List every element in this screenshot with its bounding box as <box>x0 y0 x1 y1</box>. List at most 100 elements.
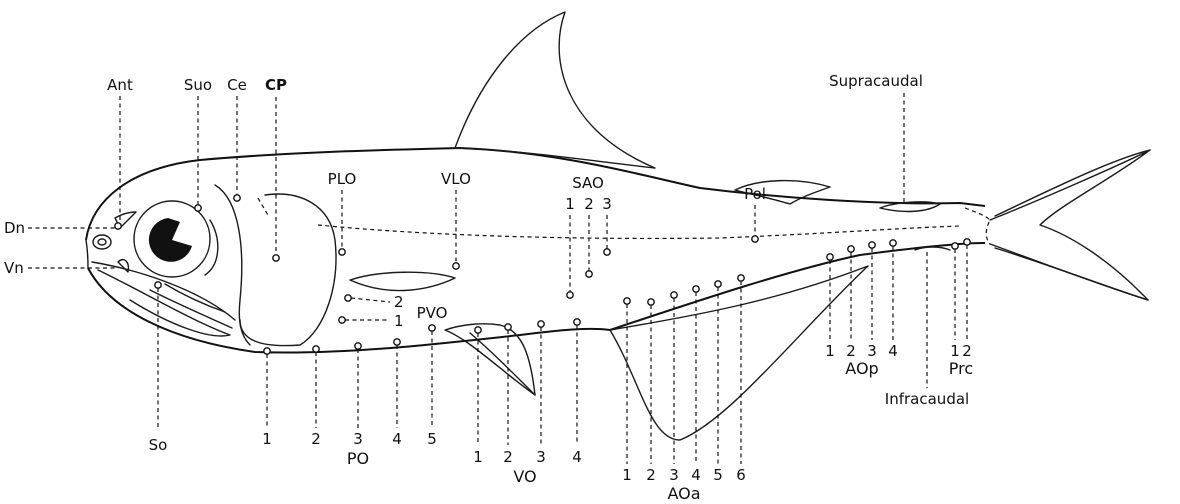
label-suo: Suo <box>184 76 212 94</box>
operculum-edge <box>258 198 268 215</box>
label-po-1: 1 <box>262 430 272 448</box>
photophore-sao-1 <box>567 292 573 298</box>
label-aoa-1: 1 <box>622 466 632 484</box>
photophore-vlo <box>453 263 459 269</box>
photophore-po-3 <box>355 343 361 349</box>
label-pvo: PVO <box>417 304 448 322</box>
photophore-pvo <box>429 325 435 331</box>
pelvic-ray <box>470 333 535 395</box>
vn-organ <box>118 260 128 272</box>
label-pvo-1: 1 <box>394 312 404 330</box>
photophore-aoa-2 <box>648 299 654 305</box>
label-plo: PLO <box>328 170 357 188</box>
label-vo: VO <box>513 467 536 486</box>
label-aoa-2: 2 <box>646 466 656 484</box>
photophore-vo-3 <box>538 321 544 327</box>
label-aoa-5: 5 <box>713 466 723 484</box>
label-sao-3: 3 <box>602 195 612 213</box>
caudal-fin <box>990 150 1150 300</box>
photophore-aoa-3 <box>671 292 677 298</box>
label-pol: Pol <box>744 185 766 203</box>
pectoral-fin <box>350 272 455 290</box>
photophore-aoa-6 <box>738 275 744 281</box>
photophore-sao-2 <box>586 271 592 277</box>
label-cp: CP <box>265 76 287 94</box>
lateral-line <box>318 225 960 238</box>
pupil <box>149 218 192 262</box>
label-pvo-2: 2 <box>394 293 404 311</box>
upper-jaw <box>92 262 235 320</box>
label-sao-1: 1 <box>565 195 575 213</box>
label-aop-2: 2 <box>846 342 856 360</box>
photophore-aoa-1 <box>624 298 630 304</box>
label-aop: AOp <box>845 359 878 378</box>
maxilla-inner <box>165 284 225 312</box>
label-ant: Ant <box>107 76 133 94</box>
photophore-po-1 <box>264 348 270 354</box>
labels: Ant Suo Ce CP Dn Vn So PLO VLO SAO 1 2 3… <box>4 72 973 503</box>
caudal-ray-lower <box>995 248 1148 300</box>
photophore-suo <box>195 205 201 211</box>
label-prc: Prc <box>949 359 973 378</box>
photophore-aop-1 <box>827 254 833 260</box>
label-prc-1: 1 <box>950 342 960 360</box>
photophore-sao-3 <box>604 249 610 255</box>
label-so: So <box>149 436 168 454</box>
photophore-cp <box>273 255 279 261</box>
dorsal-fin <box>455 12 655 168</box>
label-vo-1: 1 <box>473 448 483 466</box>
label-ce: Ce <box>227 76 247 94</box>
label-dn: Dn <box>4 219 25 237</box>
label-sao: SAO <box>572 174 604 192</box>
photophore-po-4 <box>394 339 400 345</box>
label-vo-2: 2 <box>503 448 513 466</box>
label-vn: Vn <box>4 259 24 277</box>
photophore-aop-2 <box>848 246 854 252</box>
label-aoa-6: 6 <box>736 466 746 484</box>
photophore-aop-3 <box>869 242 875 248</box>
label-aop-1: 1 <box>825 342 835 360</box>
label-vlo: VLO <box>441 170 471 188</box>
operculum <box>240 194 336 346</box>
photophore-ce <box>234 195 240 201</box>
label-aoa: AOa <box>667 484 700 503</box>
photophore-aop-4 <box>890 240 896 246</box>
photophore-pol <box>752 236 758 242</box>
label-po: PO <box>347 449 369 468</box>
photophore-plo <box>339 249 345 255</box>
label-po-2: 2 <box>311 430 321 448</box>
label-aoa-3: 3 <box>669 466 679 484</box>
leader-lines <box>28 93 967 464</box>
photophore-pvo-2 <box>345 295 351 301</box>
label-vo-3: 3 <box>536 448 546 466</box>
label-infracaudal: Infracaudal <box>885 390 969 408</box>
eye-rim <box>205 220 218 275</box>
photophore-so <box>155 282 161 288</box>
photophore-po-2 <box>313 346 319 352</box>
photophores <box>115 195 970 354</box>
dorsal-profile <box>86 148 985 240</box>
label-aop-3: 3 <box>867 342 877 360</box>
label-prc-2: 2 <box>962 342 972 360</box>
nasal-inner <box>98 239 106 245</box>
nasal-rosette <box>93 235 111 249</box>
label-po-5: 5 <box>427 430 437 448</box>
label-aop-4: 4 <box>888 342 898 360</box>
label-po-3: 3 <box>353 430 363 448</box>
preoperculum <box>215 185 250 345</box>
photophore-vo-4 <box>574 319 580 325</box>
caudal-ray-upper <box>995 150 1150 216</box>
label-po-4: 4 <box>392 430 402 448</box>
photophore-prc-2 <box>964 239 970 245</box>
label-sao-2: 2 <box>584 195 594 213</box>
photophore-aoa-4 <box>693 286 699 292</box>
label-vo-4: 4 <box>572 448 582 466</box>
label-supracaudal: Supracaudal <box>829 72 923 90</box>
photophore-vo-2 <box>505 324 511 330</box>
photophore-prc-1 <box>952 243 958 249</box>
snout-edge <box>86 240 88 268</box>
photophore-pvo-1 <box>339 317 345 323</box>
photophore-vo-1 <box>475 327 481 333</box>
